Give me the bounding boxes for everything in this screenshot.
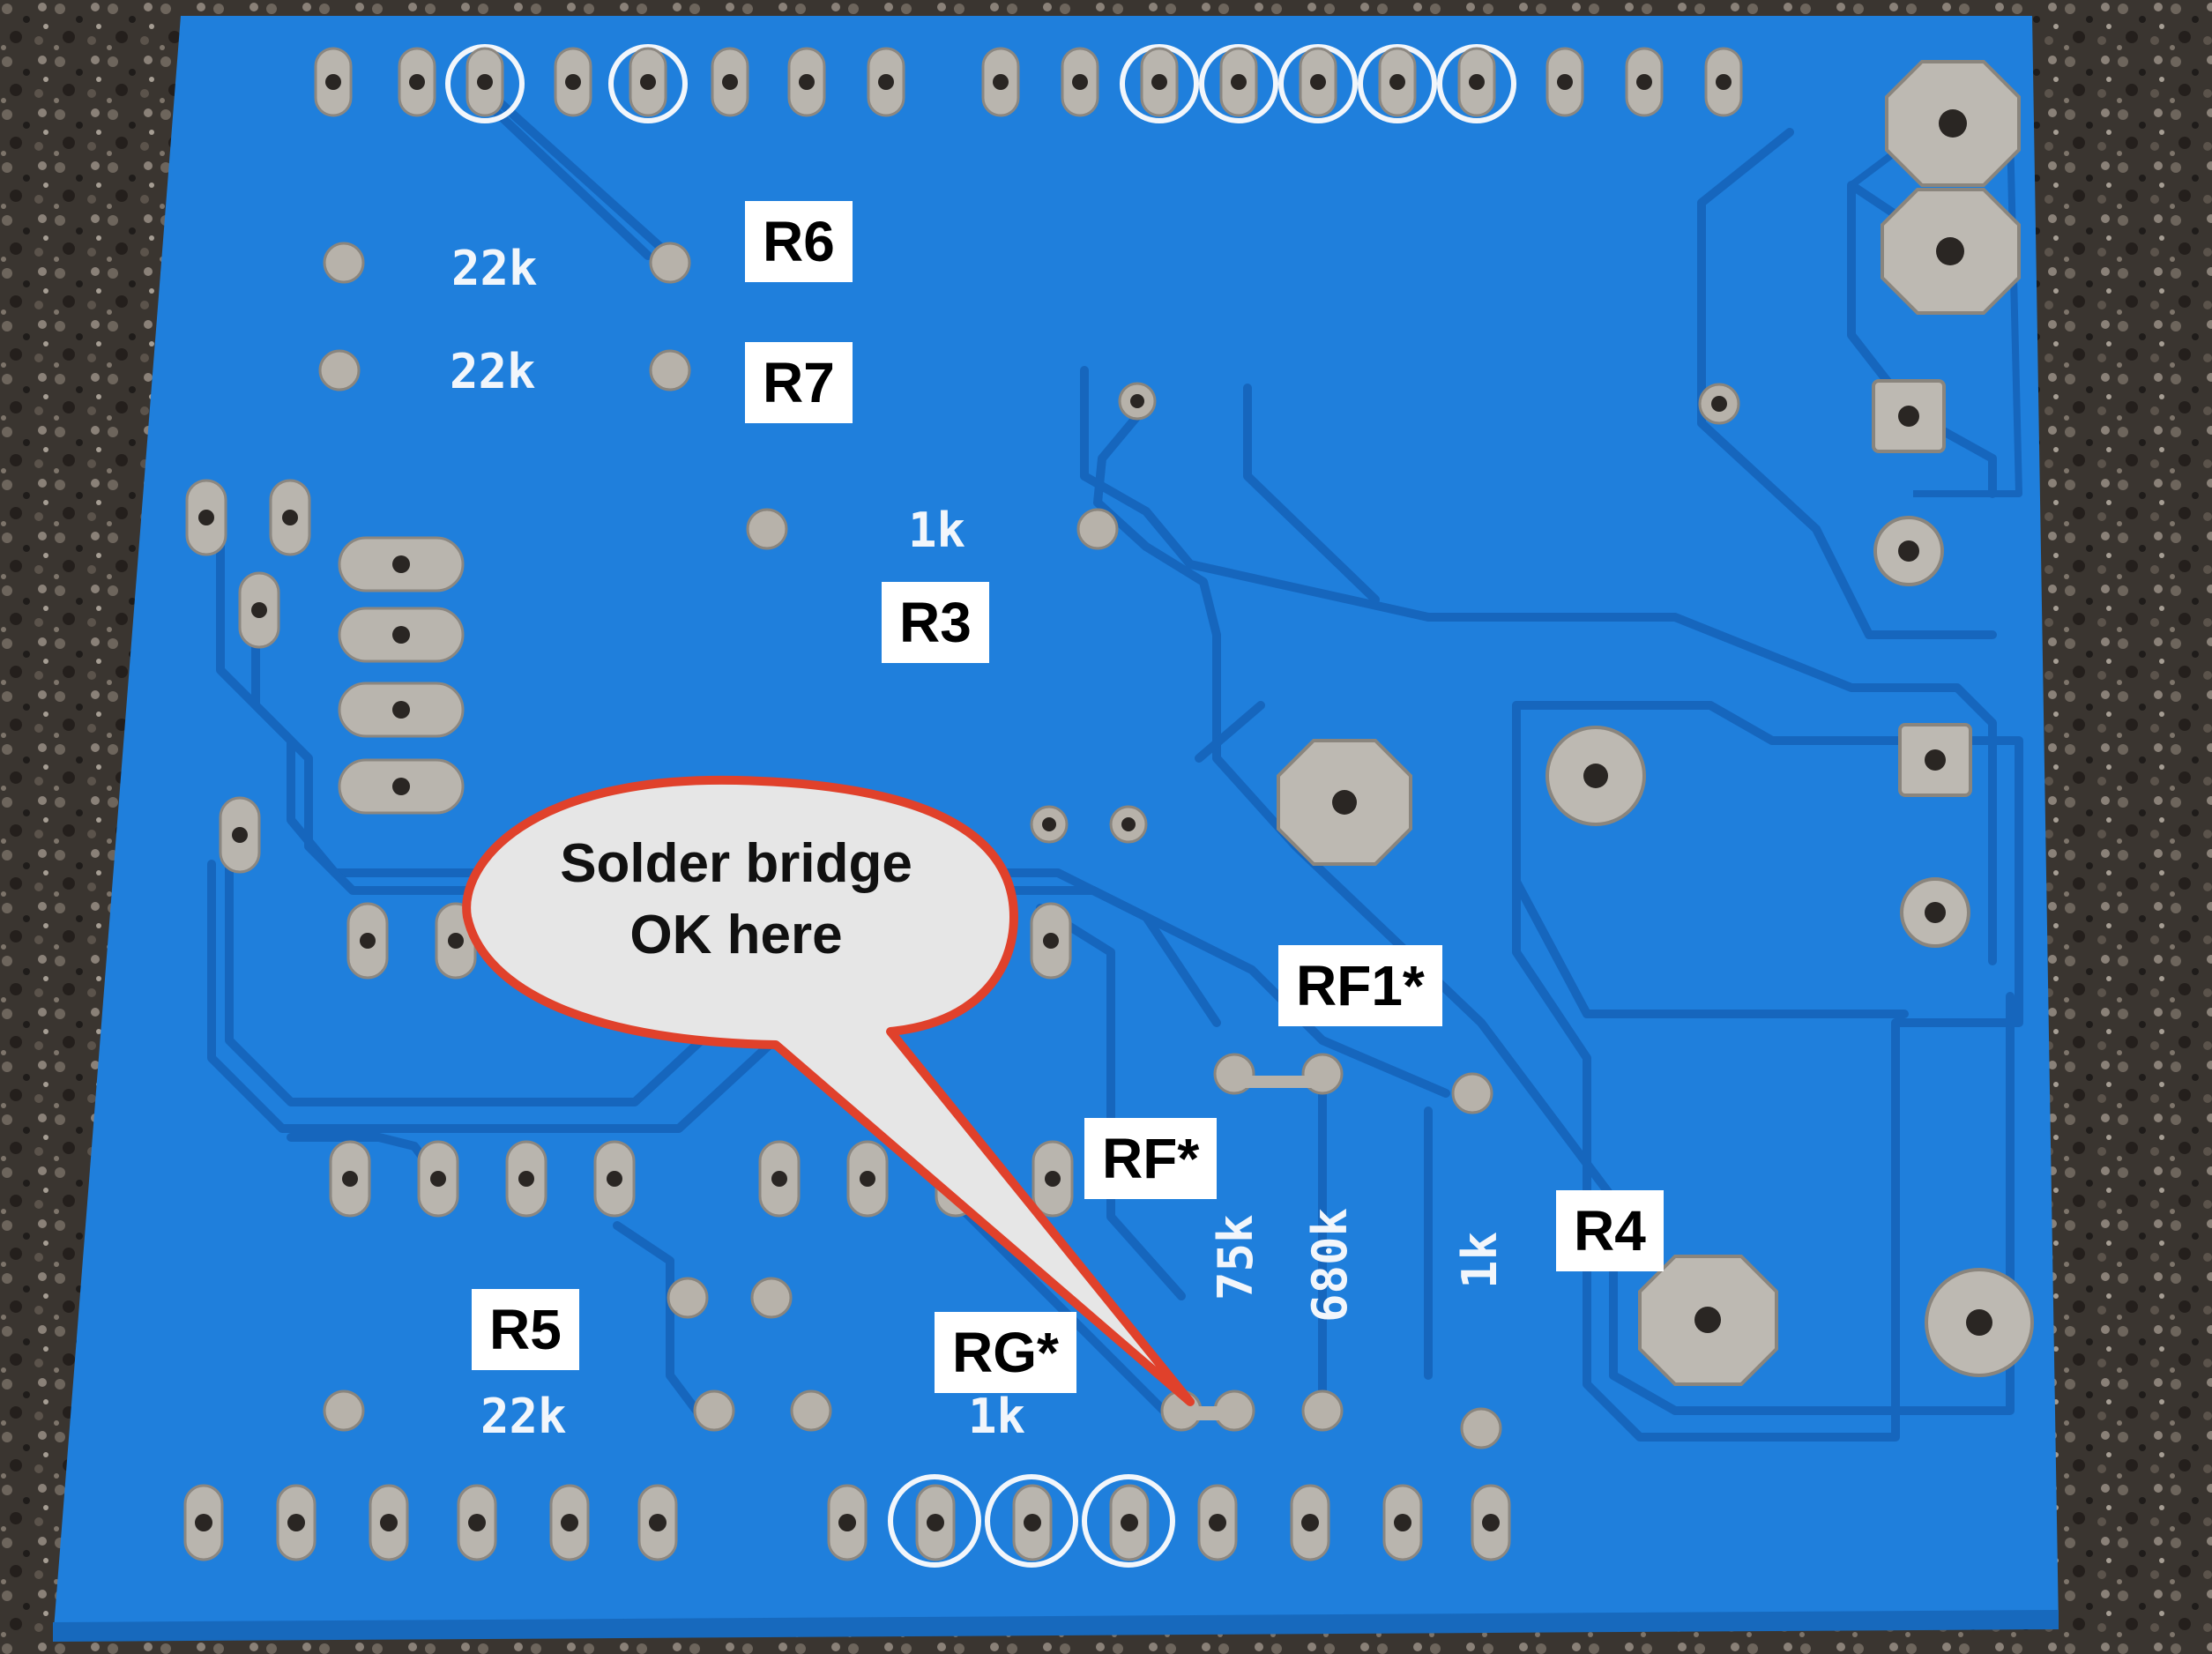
label-r5: R5: [472, 1289, 579, 1370]
label-r4: R4: [1556, 1190, 1664, 1271]
silk-r6-value: 22k: [451, 241, 538, 296]
callout-text: Solder bridge OK here: [489, 829, 983, 971]
resistor-joints: [318, 242, 1740, 1449]
copper-pour-outline: [1512, 701, 2023, 1442]
label-rf1: RF1*: [1278, 945, 1442, 1026]
pcb-board-edge: [53, 1610, 2059, 1642]
callout-line-2: OK here: [629, 904, 843, 965]
header-bottom-pads: [183, 1484, 1511, 1561]
label-r3: R3: [882, 582, 989, 663]
header-top-pads: [314, 47, 1743, 117]
silk-r3-value: 1k: [908, 503, 966, 558]
silk-rf1-value: 680k: [1302, 1207, 1358, 1322]
silk-rg-value: 1k: [968, 1389, 1026, 1444]
silk-r5-value: 22k: [480, 1389, 567, 1444]
silk-r7-value: 22k: [450, 344, 536, 399]
label-r6: R6: [745, 201, 853, 282]
callout-line-1: Solder bridge: [560, 833, 912, 894]
silk-r4-value: 1k: [1452, 1231, 1508, 1289]
label-rf: RF*: [1084, 1118, 1218, 1199]
left-oval-pads: [185, 479, 1074, 1218]
large-pads: [1277, 60, 2034, 1386]
label-r7: R7: [745, 342, 853, 423]
silk-rf-value: 75k: [1208, 1214, 1263, 1300]
silkscreen-circles: [445, 44, 1516, 1568]
callout-balloon: [462, 775, 1195, 1406]
label-rg: RG*: [935, 1312, 1076, 1393]
